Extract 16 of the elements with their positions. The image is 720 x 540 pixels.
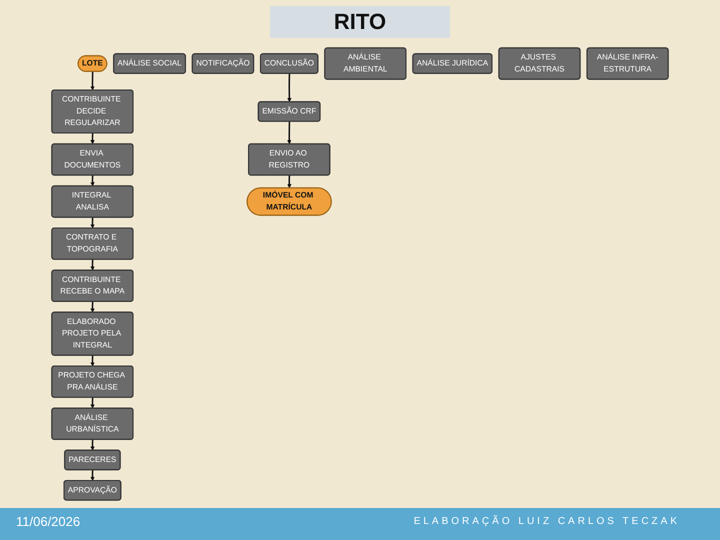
arrow [90, 398, 95, 409]
title: RITO [270, 6, 450, 38]
arrow [90, 302, 95, 313]
arrow [90, 217, 95, 228]
arrow [90, 72, 95, 90]
arrow [90, 355, 95, 366]
arrow [287, 74, 292, 102]
arrow [90, 133, 95, 144]
author-credit: ELABORAÇÃO LUIZ CARLOS TECZAK [414, 516, 680, 527]
arrow [287, 122, 292, 144]
arrow [90, 260, 95, 271]
arrow [90, 440, 95, 451]
date-text: 11/06/2026 [16, 514, 80, 529]
arrow [90, 175, 95, 186]
arrow [90, 470, 95, 481]
arrow [287, 175, 292, 188]
